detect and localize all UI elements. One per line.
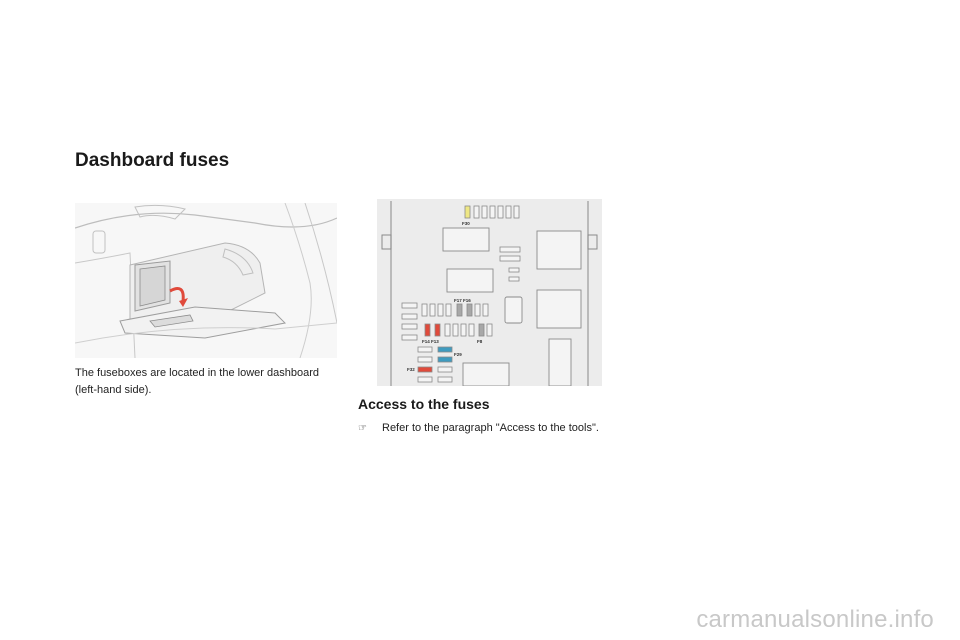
label-f14-f13: F14 F13 xyxy=(422,339,439,344)
top-fuse-row xyxy=(464,205,520,219)
fuse-f17 xyxy=(456,303,463,317)
label-f17-f16: F17 F16 xyxy=(454,298,471,303)
fuse-f29b xyxy=(437,356,453,363)
lower-fuse-row xyxy=(424,323,493,337)
bottom-fuse-grid xyxy=(417,346,453,383)
fuse-f8 xyxy=(478,323,485,337)
page-title: Dashboard fuses xyxy=(75,150,230,171)
fuse-f16 xyxy=(466,303,473,317)
fuse-f32 xyxy=(417,366,433,373)
pointing-hand-icon: ☞ xyxy=(358,423,367,434)
middle-fuse-row xyxy=(421,303,489,317)
instruction-step: ☞ Refer to the paragraph "Access to the … xyxy=(358,420,608,437)
label-f30: F30 xyxy=(462,221,470,226)
glovebox-illustration xyxy=(75,203,337,358)
relays xyxy=(442,227,582,386)
fusebox-diagram: F30 F17 F16 xyxy=(377,199,602,386)
fuse-f29a xyxy=(437,346,453,353)
location-caption: The fuseboxes are located in the lower d… xyxy=(75,367,319,396)
fuse-f30 xyxy=(464,205,471,219)
left-fuse-stack xyxy=(401,302,418,341)
step-text: Refer to the paragraph "Access to the to… xyxy=(382,422,599,434)
watermark: carmanualsonline.info xyxy=(696,606,934,633)
small-fuse-stack xyxy=(499,246,521,282)
label-f8: F8 xyxy=(477,339,483,344)
section-title: Access to the fuses xyxy=(358,396,490,412)
fuse-f13 xyxy=(434,323,441,337)
label-f29: F29 xyxy=(454,352,462,357)
fuse-f14 xyxy=(424,323,431,337)
label-f32: F32 xyxy=(407,367,415,372)
